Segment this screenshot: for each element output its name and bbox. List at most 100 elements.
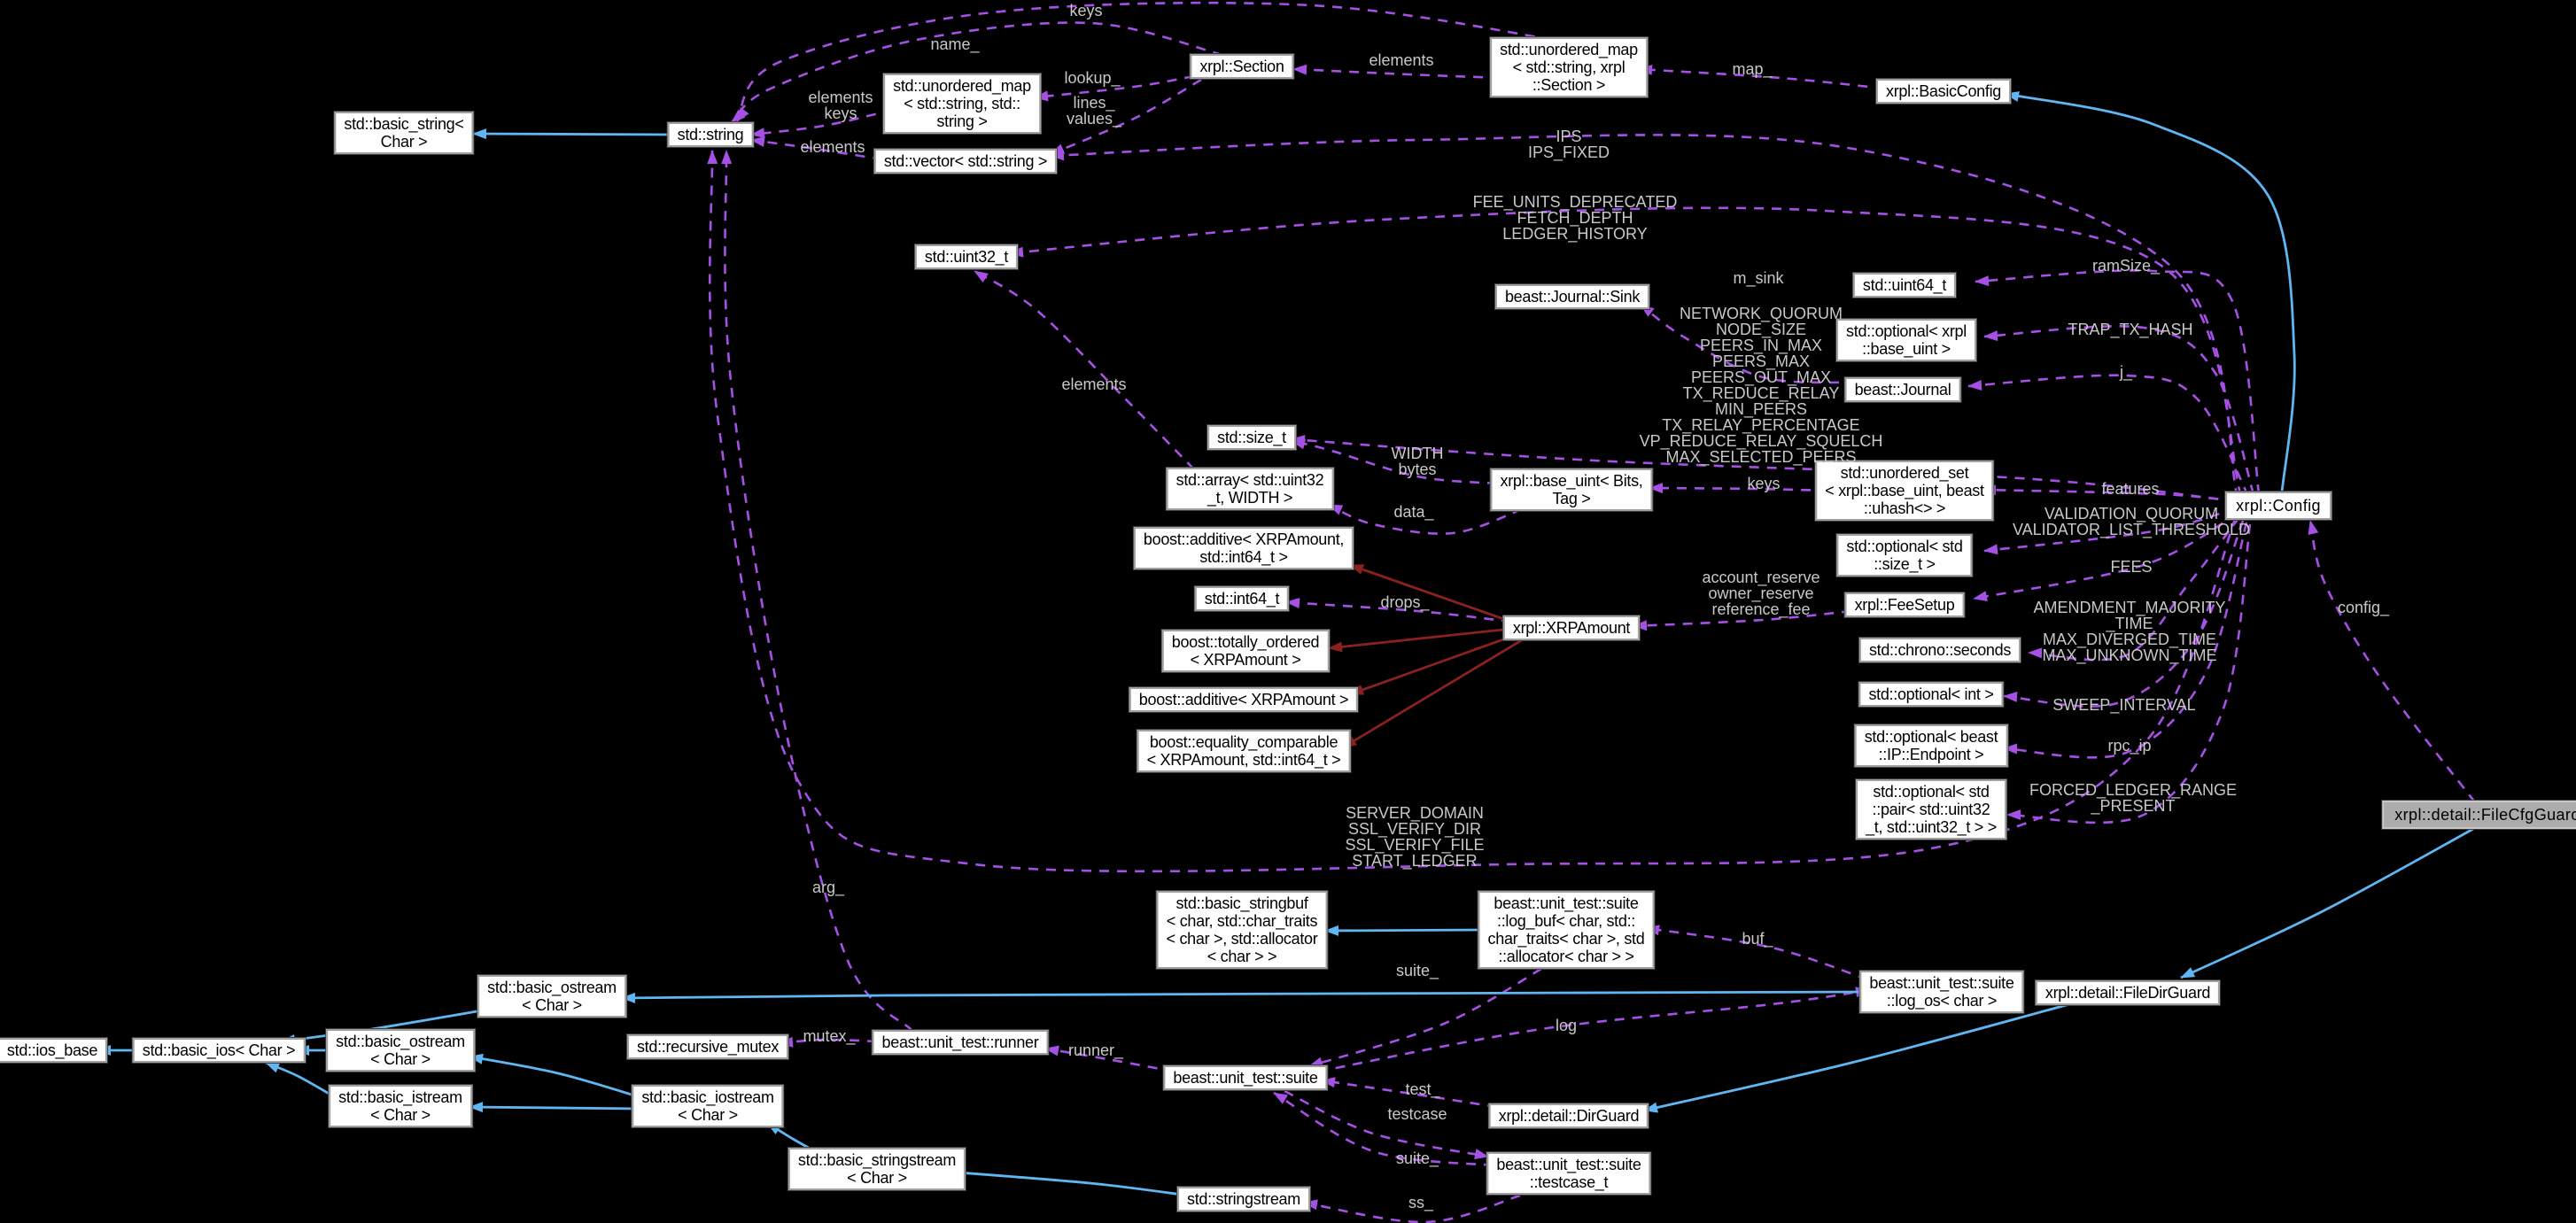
edge-label-line: MIN_PEERS	[1714, 400, 1808, 418]
node-string[interactable]: std::string	[667, 122, 754, 147]
edge-label: m_sink	[1733, 270, 1783, 286]
edge-usage-runner-to-string	[721, 150, 913, 1032]
node-basic-iostream[interactable]: std::basic_iostream< Char >	[632, 1085, 784, 1127]
node-boost-equality-comparable[interactable]: boost::equality_comparable< XRPAmount, s…	[1137, 730, 1351, 772]
node-int64-t[interactable]: std::int64_t	[1194, 586, 1290, 611]
node-testcase-t[interactable]: beast::unit_test::suite::testcase_t	[1486, 1152, 1651, 1195]
node-basic-stringstream[interactable]: std::basic_stringstream< Char >	[788, 1148, 966, 1190]
node-section[interactable]: xrpl::Section	[1190, 54, 1294, 79]
node-optional-size-t[interactable]: std::optional< std::size_t >	[1836, 534, 1973, 577]
edge-label-line: MAX_SELECTED_PEERS	[1665, 448, 1857, 466]
edge-label: elements	[1369, 52, 1433, 68]
node-size-t[interactable]: std::size_t	[1207, 425, 1296, 450]
edge-usage-file-cfg-guard-to-config	[2308, 520, 2477, 803]
node-file-dir-guard[interactable]: xrpl::detail::FileDirGuard	[2035, 980, 2221, 1005]
edge-label-line: SSL_VERIFY_DIR	[1347, 820, 1482, 838]
node-recursive-mutex[interactable]: std::recursive_mutex	[626, 1034, 789, 1059]
node-boost-additive-int64[interactable]: boost::additive< XRPAmount,std::int64_t …	[1133, 527, 1354, 569]
node-array-uint32-width[interactable]: std::array< std::uint32_t, WIDTH >	[1166, 468, 1334, 510]
node-basic-stringbuf[interactable]: std::basic_stringbuf< char, std::char_tr…	[1156, 891, 1328, 969]
node-log-os-label: ::log_os< char >	[1886, 992, 1998, 1010]
edge-label: rpc_ip	[2107, 738, 2151, 754]
edge-usage-config-to-chrono-seconds	[2028, 516, 2241, 662]
node-dir-guard[interactable]: xrpl::detail::DirGuard	[1488, 1103, 1649, 1128]
node-vector-string-label: std::vector< std::string >	[883, 152, 1048, 170]
node-testcase-t-label: ::testcase_t	[1529, 1173, 1609, 1191]
node-base-uint[interactable]: xrpl::base_uint< Bits,Tag >	[1490, 468, 1653, 511]
edge-inherit-basic-iostream-to-basic-istream	[469, 1102, 644, 1113]
node-basic-istream[interactable]: std::basic_istream< Char >	[329, 1085, 472, 1127]
node-recursive-mutex-label: std::recursive_mutex	[636, 1038, 780, 1056]
node-basic-ostream-upper[interactable]: std::basic_ostream< Char >	[477, 975, 626, 1018]
node-basic-iostream-label: std::basic_iostream	[641, 1088, 774, 1106]
node-suite-label: beast::unit_test::suite	[1173, 1069, 1318, 1087]
edge-label-line: elements	[800, 138, 865, 156]
node-optional-endpoint[interactable]: std::optional< beast::IP::Endpoint >	[1854, 724, 2008, 767]
node-uint32-t[interactable]: std::uint32_t	[914, 244, 1019, 269]
edge-label-line: VALIDATION_QUORUM	[2044, 505, 2219, 522]
node-suite[interactable]: beast::unit_test::suite	[1163, 1065, 1328, 1090]
node-basic-config[interactable]: xrpl::BasicConfig	[1876, 79, 2011, 104]
edge-label-line: keys	[1747, 475, 1781, 492]
node-optional-pair-uint32[interactable]: std::optional< std::pair< std::uint32_t,…	[1856, 779, 2006, 840]
edge-inherit-basic-iostream-to-basic-ostream-lower	[469, 1053, 644, 1100]
node-xrpamount[interactable]: xrpl::XRPAmount	[1502, 615, 1641, 640]
node-vector-string[interactable]: std::vector< std::string >	[873, 149, 1058, 174]
edge-label-line: runner_	[1067, 1041, 1124, 1059]
node-journal-sink[interactable]: beast::Journal::Sink	[1494, 284, 1650, 309]
node-log-buf[interactable]: beast::unit_test::suite::log_buf< char, …	[1478, 891, 1655, 969]
edge-template-xrpamount-to-boost-additive	[1349, 632, 1519, 696]
node-chrono-seconds[interactable]: std::chrono::seconds	[1858, 638, 2021, 662]
node-uint64-t[interactable]: std::uint64_t	[1852, 273, 1957, 298]
edge-label: keys	[1069, 3, 1102, 19]
edge-label: lookup_	[1064, 70, 1120, 86]
edge-label-line: START_LEDGER	[1352, 852, 1478, 870]
edge-label: elements	[800, 139, 865, 155]
node-runner[interactable]: beast::unit_test::runner	[872, 1030, 1049, 1055]
edge-label-line: reference_fee	[1711, 600, 1811, 618]
edge-label-line: keys	[824, 104, 857, 122]
edge-label-line: VALIDATOR_LIST_THRESHOLD	[2012, 521, 2251, 538]
node-stringstream[interactable]: std::stringstream	[1177, 1187, 1310, 1211]
node-ios-base[interactable]: std::ios_base	[0, 1038, 108, 1063]
node-basic-string-label: Char >	[380, 133, 428, 151]
edge-label-line: buf_	[1742, 930, 1773, 948]
edge-label-line: mutex_	[803, 1027, 856, 1045]
node-umap-string-string[interactable]: std::unordered_map< std::string, std::st…	[883, 74, 1041, 134]
node-fee-setup[interactable]: xrpl::FeeSetup	[1844, 592, 1965, 617]
node-dir-guard-label: xrpl::detail::DirGuard	[1498, 1107, 1640, 1125]
node-optional-base-uint[interactable]: std::optional< xrpl::base_uint >	[1836, 319, 1976, 361]
node-file-cfg-guard[interactable]: xrpl::detail::FileCfgGuard	[2382, 801, 2576, 829]
edge-usage-config-to-optional-int	[2003, 520, 2245, 708]
node-boost-additive[interactable]: boost::additive< XRPAmount >	[1129, 687, 1359, 712]
node-umap-string-section[interactable]: std::unordered_map< std::string, xrpl::S…	[1490, 37, 1648, 97]
node-unordered-set-base-uint[interactable]: std::unordered_set< xrpl::base_uint, bea…	[1815, 461, 1994, 521]
node-basic-ostream-lower[interactable]: std::basic_ostream< Char >	[326, 1029, 475, 1072]
node-basic-ios[interactable]: std::basic_ios< Char >	[132, 1038, 306, 1063]
edge-label: ramSize_	[2092, 258, 2160, 274]
node-unordered-set-base-uint-label: ::uhash<> >	[1863, 499, 1946, 517]
node-basic-ostream-upper-label: std::basic_ostream	[487, 979, 617, 996]
edge-label-line: lookup_	[1064, 69, 1121, 87]
node-stringstream-label: std::stringstream	[1187, 1190, 1300, 1208]
node-optional-int-label: std::optional< int >	[1868, 685, 1994, 703]
node-string-label: std::string	[677, 126, 744, 143]
edge-label: ss_	[1408, 1195, 1433, 1211]
edge-label-line: NETWORK_QUORUM	[1679, 305, 1843, 322]
edge-usage-log-buf-to-suite	[1308, 967, 1542, 1068]
node-optional-endpoint-label: std::optional< beast	[1864, 728, 1998, 746]
edge-label-line: testcase	[1387, 1105, 1447, 1123]
node-log-buf-label: ::log_buf< char, std::	[1496, 912, 1636, 930]
node-basic-string[interactable]: std::basic_string<Char >	[334, 112, 474, 154]
node-optional-pair-uint32-label: std::optional< std	[1873, 783, 1990, 801]
edge-usage-config-to-uint64-t	[1975, 269, 2261, 495]
node-boost-totally-ordered[interactable]: boost::totally_ordered< XRPAmount >	[1161, 630, 1330, 672]
node-file-cfg-guard-label: xrpl::detail::FileCfgGuard	[2394, 806, 2576, 824]
edge-label: elements	[1061, 376, 1126, 392]
edge-label-line: LEDGER_HISTORY	[1502, 225, 1648, 243]
node-config[interactable]: xrpl::Config	[2225, 492, 2332, 520]
node-log-os[interactable]: beast::unit_test::suite::log_os< char >	[1859, 971, 2024, 1013]
node-optional-int[interactable]: std::optional< int >	[1858, 682, 2004, 707]
node-journal[interactable]: beast::Journal	[1844, 377, 1961, 402]
